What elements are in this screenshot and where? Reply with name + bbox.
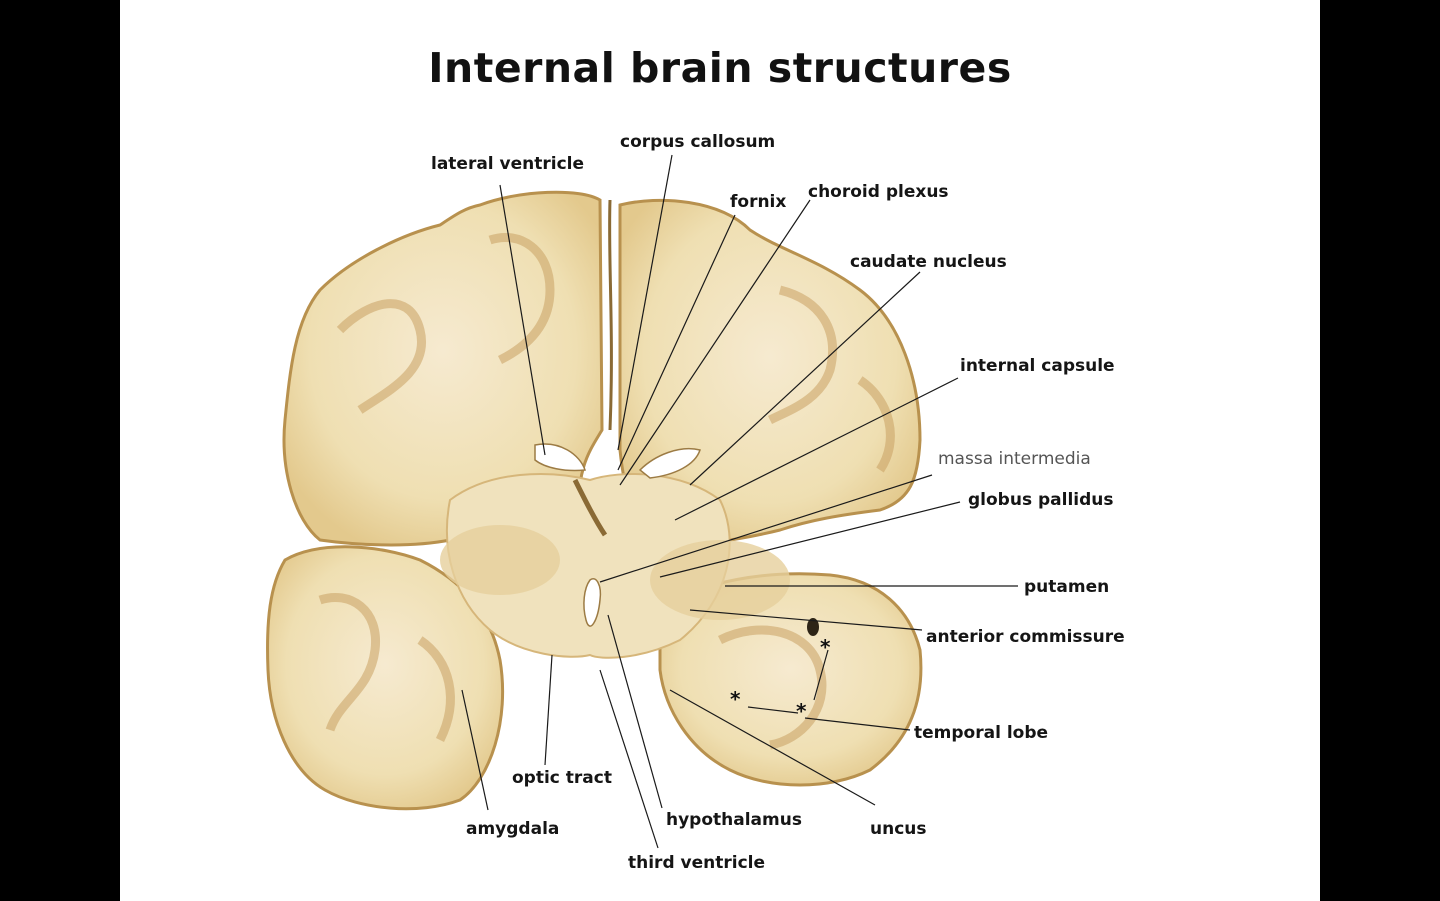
brain-section-image	[266, 190, 923, 811]
label-massa-intermedia: massa intermedia	[938, 449, 1091, 469]
label-corpus-callosum: corpus callosum	[620, 132, 775, 152]
label-third-ventricle: third ventricle	[628, 853, 765, 873]
label-globus-pallidus: globus pallidus	[968, 490, 1114, 510]
label-hypothalamus: hypothalamus	[666, 810, 802, 830]
asterisk-marker: *	[820, 635, 831, 659]
label-uncus: uncus	[870, 819, 927, 839]
label-amygdala: amygdala	[466, 819, 559, 839]
asterisk-marker: *	[796, 699, 807, 723]
label-putamen: putamen	[1024, 577, 1109, 597]
label-lateral-ventricle: lateral ventricle	[431, 154, 584, 174]
label-choroid-plexus: choroid plexus	[808, 182, 949, 202]
slide: Internal brain structures	[120, 0, 1320, 901]
label-optic-tract: optic tract	[512, 768, 612, 788]
label-temporal-lobe: temporal lobe	[914, 723, 1048, 743]
label-internal-capsule: internal capsule	[960, 356, 1115, 376]
label-fornix: fornix	[730, 192, 786, 212]
brain-coronal-section-figure: * * * lateral ventricle corpus callosum …	[266, 132, 1125, 873]
label-caudate-nucleus: caudate nucleus	[850, 252, 1007, 272]
leader-lines	[461, 154, 1018, 849]
asterisk-marker: *	[730, 687, 741, 711]
label-anterior-commissure: anterior commissure	[926, 627, 1125, 647]
slide-title: Internal brain structures	[428, 44, 1012, 92]
